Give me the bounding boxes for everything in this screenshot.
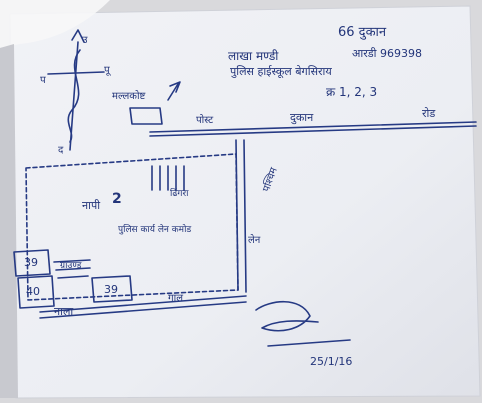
place-line: पुलिस हाईस्कूल बेगसिराय [230, 65, 332, 78]
compass-north: उ [82, 35, 88, 46]
right-lane-label: लेन [248, 235, 261, 246]
box-b-label: 40 [26, 285, 40, 298]
name-line: लाखा मण्डी [228, 49, 279, 63]
left-shadow [0, 44, 18, 398]
road-mid: पोस्ट [196, 115, 214, 126]
box-39-left [13, 249, 51, 277]
bottom-road-2 [39, 301, 247, 319]
bottom-mid-label: गाल [168, 293, 183, 304]
top-box [129, 107, 163, 125]
bottom-left-label: ग्राउण्ड [60, 261, 82, 271]
stripes [151, 165, 185, 191]
box-40 [17, 275, 55, 309]
compass-horizontal [47, 71, 105, 75]
room-label: नापी [82, 199, 101, 212]
top-arrow [167, 81, 181, 101]
inner-label: पुलिस कार्य लेन कमोड [118, 225, 192, 235]
vertical-lane [235, 139, 239, 291]
road-label: दुकान [290, 111, 314, 124]
box-c-label: 39 [104, 283, 118, 296]
stair-lines [53, 259, 91, 279]
road-line-2 [149, 125, 477, 137]
box-39-right [91, 275, 133, 303]
plot-number: 66 दुकान [338, 25, 387, 40]
compass-wave [67, 49, 81, 143]
box-a-label: 39 [24, 256, 38, 269]
side-label: ढिंगरा [170, 189, 189, 199]
signature-underline [267, 339, 351, 347]
road-top-left: मल्लकोष्ट [112, 91, 146, 102]
signature-scribble [255, 301, 319, 332]
finger-shadow [0, 0, 110, 48]
compass-south: द [58, 145, 64, 156]
road-line [149, 121, 477, 133]
plot-refs: क्र 1, 2, 3 [326, 85, 378, 99]
signature-date: 25/1/16 [310, 355, 353, 368]
bottom-road [39, 295, 247, 313]
bottom-label: नाला [54, 305, 74, 318]
compass-west: प [40, 75, 46, 86]
room-number: 2 [112, 191, 122, 207]
compass-arrow [71, 29, 85, 43]
vertical-lane-2 [243, 139, 247, 293]
account-line: आरडी 969398 [352, 47, 422, 60]
road-end: रोड [422, 107, 436, 120]
compass-east: पू [104, 65, 110, 76]
